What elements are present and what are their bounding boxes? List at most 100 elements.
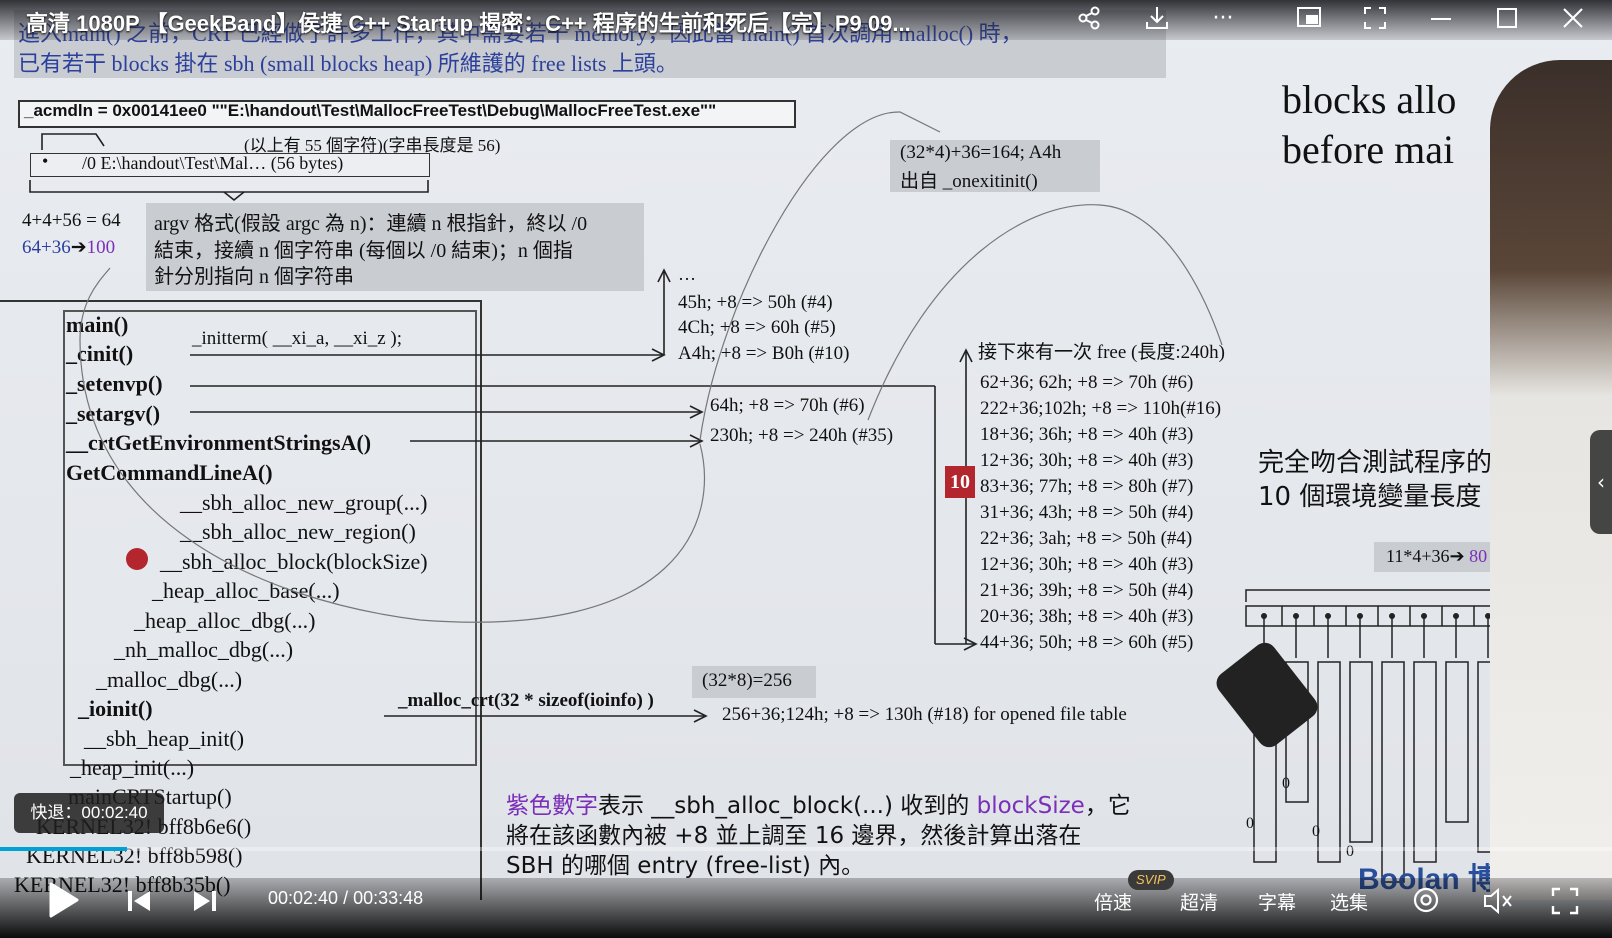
cinit-alloc-2: 4Ch; +8 => 60h (#5) [678,317,836,338]
bottom-note-tail: ，它 [1084,793,1131,819]
cs-sbh-alloc-block: __sbh_alloc_block(blockSize) [160,549,428,574]
bottom-note-3: SBH 的哪個 entry (free-list) 內。 [506,853,865,879]
share-icon[interactable] [1074,4,1104,34]
setargv-alloc: 64h; +8 => 70h (#6) [710,395,865,416]
episodes-button[interactable]: 选集 [1330,893,1369,914]
previous-icon [128,891,150,911]
formula-11-result: 80 [1469,546,1488,566]
slide-title-line-1: blocks allo [1282,77,1457,122]
curve-to-free [867,204,1223,421]
arrows-layer [29,111,1223,723]
fullscreen-icon-svg [1551,887,1579,915]
curve-to-calc [79,267,706,623]
fullscreen-window-icon-svg [1364,7,1386,29]
env-entry-4: 12+36; 30h; +8 => 40h (#3) [980,450,1194,471]
maximize-icon[interactable] [1492,4,1522,34]
match-note-1: 完全吻合測試程序的 [1258,448,1493,478]
calc-100-result: 100 [86,237,116,258]
argv-desc-line-1: argv 格式(假設 argc 為 n)：連續 n 根指針，終以 /0 [154,213,588,235]
calc-100-lhs: 64+36 [22,237,71,258]
bottom-note-blocksize: blockSize [976,793,1085,819]
formula-11-lhs: 11*4+36 [1386,546,1450,566]
side-panel-toggle-icon[interactable]: ‹ [1590,430,1612,534]
progress-bar[interactable] [0,847,1612,851]
env-entry-6: 31+36; 43h; +8 => 50h (#4) [980,502,1194,523]
minimize-icon[interactable] [1426,4,1456,34]
breakpoint-icon [126,548,148,570]
next-icon [194,891,216,911]
svip-badge: SVIP [1128,870,1174,890]
calc-256: (32*8)=256 [702,670,792,691]
cs-heap-alloc-base: _heap_alloc_base(...) [152,578,340,603]
free-note: 接下來有一次 free (長度:240h) [978,342,1225,363]
bottom-note-purple-label: 紫色數字 [506,793,598,819]
cs-cinit: _cinit() [66,341,134,366]
fullscreen-window-icon[interactable] [1360,4,1390,34]
zero-label-4: 0 [1346,843,1354,860]
cs-heap-init: _heap_init(...) [70,755,195,780]
malloc-crt-call: _malloc_crt(32 * sizeof(ioinfo) ) [398,690,654,711]
calc-100: 64+36➔100 [22,237,116,258]
settings-icon-svg [1413,887,1439,913]
maximize-icon-svg [1497,8,1517,28]
bottom-note-2: 將在該函數內被 +8 並上調至 16 邊界，然後計算出落在 [506,823,1082,849]
cs-setargv: _setargv() [66,401,161,426]
mute-icon-svg [1484,887,1512,915]
zero-label-1: 0 [1246,815,1254,832]
argv-layout-box [30,153,430,177]
cs-getcommandline: GetCommandLineA() [66,460,273,485]
settings-icon[interactable] [1410,884,1442,922]
cs-heap-alloc-dbg: _heap_alloc_dbg(...) [134,608,316,633]
play-icon [49,882,79,918]
bottom-note-1: 紫色數字表示 __sbh_alloc_block(...) 收到的 blockS… [506,786,1131,820]
cs-sbh-new-group: __sbh_alloc_new_group(...) [180,490,428,515]
next-button[interactable] [192,888,218,920]
quality-button[interactable]: 超清 [1180,893,1219,914]
cs-sbh-new-region: __sbh_alloc_new_region() [180,519,416,544]
zero-label-2: 0 [1282,775,1290,792]
mute-icon[interactable] [1482,886,1514,922]
pip-icon-svg [1297,7,1321,27]
ellipsis: … [678,264,696,284]
cmdline-text: _acmdln = 0x00141ee0 ""E:\handout\Test\M… [24,101,717,120]
cmdline-box [18,100,796,128]
cs-malloc-dbg: _malloc_dbg(...) [96,667,243,692]
cs-ioinit: _ioinit() [78,696,153,721]
env-entry-8: 12+36; 30h; +8 => 40h (#3) [980,554,1194,575]
cs-crtgetenv: __crtGetEnvironmentStringsA() [66,430,372,455]
time-display: 00:02:40 / 00:33:48 [268,888,424,908]
video-title: 高清 1080P 【GeekBand】侯捷 C++ Startup 揭密：C++… [26,11,911,36]
env-count-badge: 10 [945,466,975,498]
player-control-bar [0,878,1612,938]
env-entry-1: 62+36; 62h; +8 => 70h (#6) [980,372,1194,393]
onexit-calc: (32*4)+36=164; A4h [900,142,1062,163]
intro-text-line-2: 已有若干 blocks 掛在 sbh (small blocks heap) 所… [18,51,678,76]
argv-pointer-dot: • [42,151,49,171]
speed-button[interactable]: 倍速 [1094,893,1133,914]
cinit-alloc-1: 45h; +8 => 50h (#4) [678,292,833,313]
env-entry-2: 222+36;102h; +8 => 110h(#16) [980,398,1222,419]
call-stack-right-line [480,300,482,900]
download-icon[interactable] [1142,4,1172,34]
progress-bar-played [0,847,128,851]
minimize-icon-svg [1431,18,1451,20]
seek-tooltip: 快退：00:02:40 [14,793,164,833]
subtitle-button[interactable]: 字幕 [1258,893,1297,914]
more-icon[interactable]: ··· [1212,6,1234,31]
env-entry-3: 18+36; 36h; +8 => 40h (#3) [980,424,1194,445]
env-entry-5: 83+36; 77h; +8 => 80h (#7) [980,476,1194,497]
argv-desc-background [146,203,644,291]
close-icon[interactable] [1558,4,1588,34]
fullscreen-icon[interactable] [1550,886,1580,922]
call-stack-top-line [0,300,482,302]
argv-layout-text: /0 E:\handout\Test\Mal… (56 bytes) [82,153,344,173]
previous-button[interactable] [126,888,152,920]
onexit-background [890,140,1100,192]
env-entry-7: 22+36; 3ah; +8 => 50h (#4) [980,528,1193,549]
argv-desc-line-3: 針分別指向 n 個字符串 [154,266,354,288]
play-button[interactable] [46,880,80,926]
env-alloc: 230h; +8 => 240h (#35) [710,425,894,446]
download-icon-svg [1146,7,1168,29]
pip-icon[interactable] [1294,4,1324,34]
